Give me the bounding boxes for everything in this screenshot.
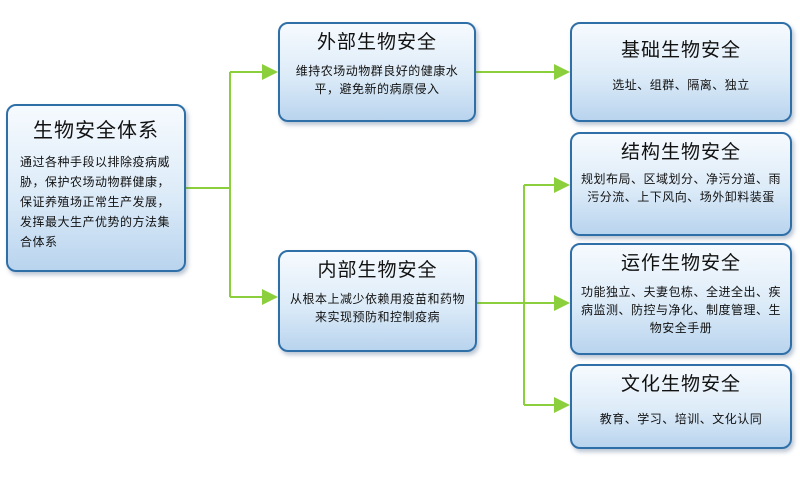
root-node: 生物安全体系 通过各种手段以排除疫病威胁，保护农场动物群健康，保证养殖场正常生产… [6, 104, 186, 272]
operational-node: 运作生物安全 功能独立、夫妻包栋、全进全出、疾病监测、防控与净化、制度管理、生物… [570, 243, 792, 355]
structural-desc: 规划布局、区域划分、净污分道、雨污分流、上下风向、场外卸料装蛋 [580, 172, 781, 204]
internal-title: 内部生物安全 [317, 259, 438, 281]
structural-title: 结构生物安全 [620, 141, 741, 163]
cultural-desc: 教育、学习、培训、文化认同 [599, 412, 763, 426]
external-desc: 维持农场动物群良好的健康水平，避免新的病原侵入 [295, 64, 459, 96]
operational-title: 运作生物安全 [620, 252, 741, 274]
structural-node: 结构生物安全 规划布局、区域划分、净污分道、雨污分流、上下风向、场外卸料装蛋 [570, 132, 792, 236]
root-title: 生物安全体系 [33, 118, 159, 142]
external-node: 外部生物安全 维持农场动物群良好的健康水平，避免新的病原侵入 [278, 22, 476, 122]
cultural-title: 文化生物安全 [620, 373, 741, 395]
external-title: 外部生物安全 [316, 31, 437, 53]
basic-title: 基础生物安全 [620, 39, 741, 61]
basic-desc: 选址、组群、隔离、独立 [612, 78, 750, 92]
internal-node: 内部生物安全 从根本上减少依赖用疫苗和药物来实现预防和控制疫病 [278, 250, 477, 352]
basic-node: 基础生物安全 选址、组群、隔离、独立 [570, 22, 792, 122]
cultural-node: 文化生物安全 教育、学习、培训、文化认同 [570, 364, 792, 449]
root-desc: 通过各种手段以排除疫病威胁，保护农场动物群健康，保证养殖场正常生产发展，发挥最大… [20, 155, 171, 249]
operational-desc: 功能独立、夫妻包栋、全进全出、疾病监测、防控与净化、制度管理、生物安全手册 [580, 285, 781, 335]
internal-desc: 从根本上减少依赖用疫苗和药物来实现预防和控制疫病 [289, 292, 465, 324]
